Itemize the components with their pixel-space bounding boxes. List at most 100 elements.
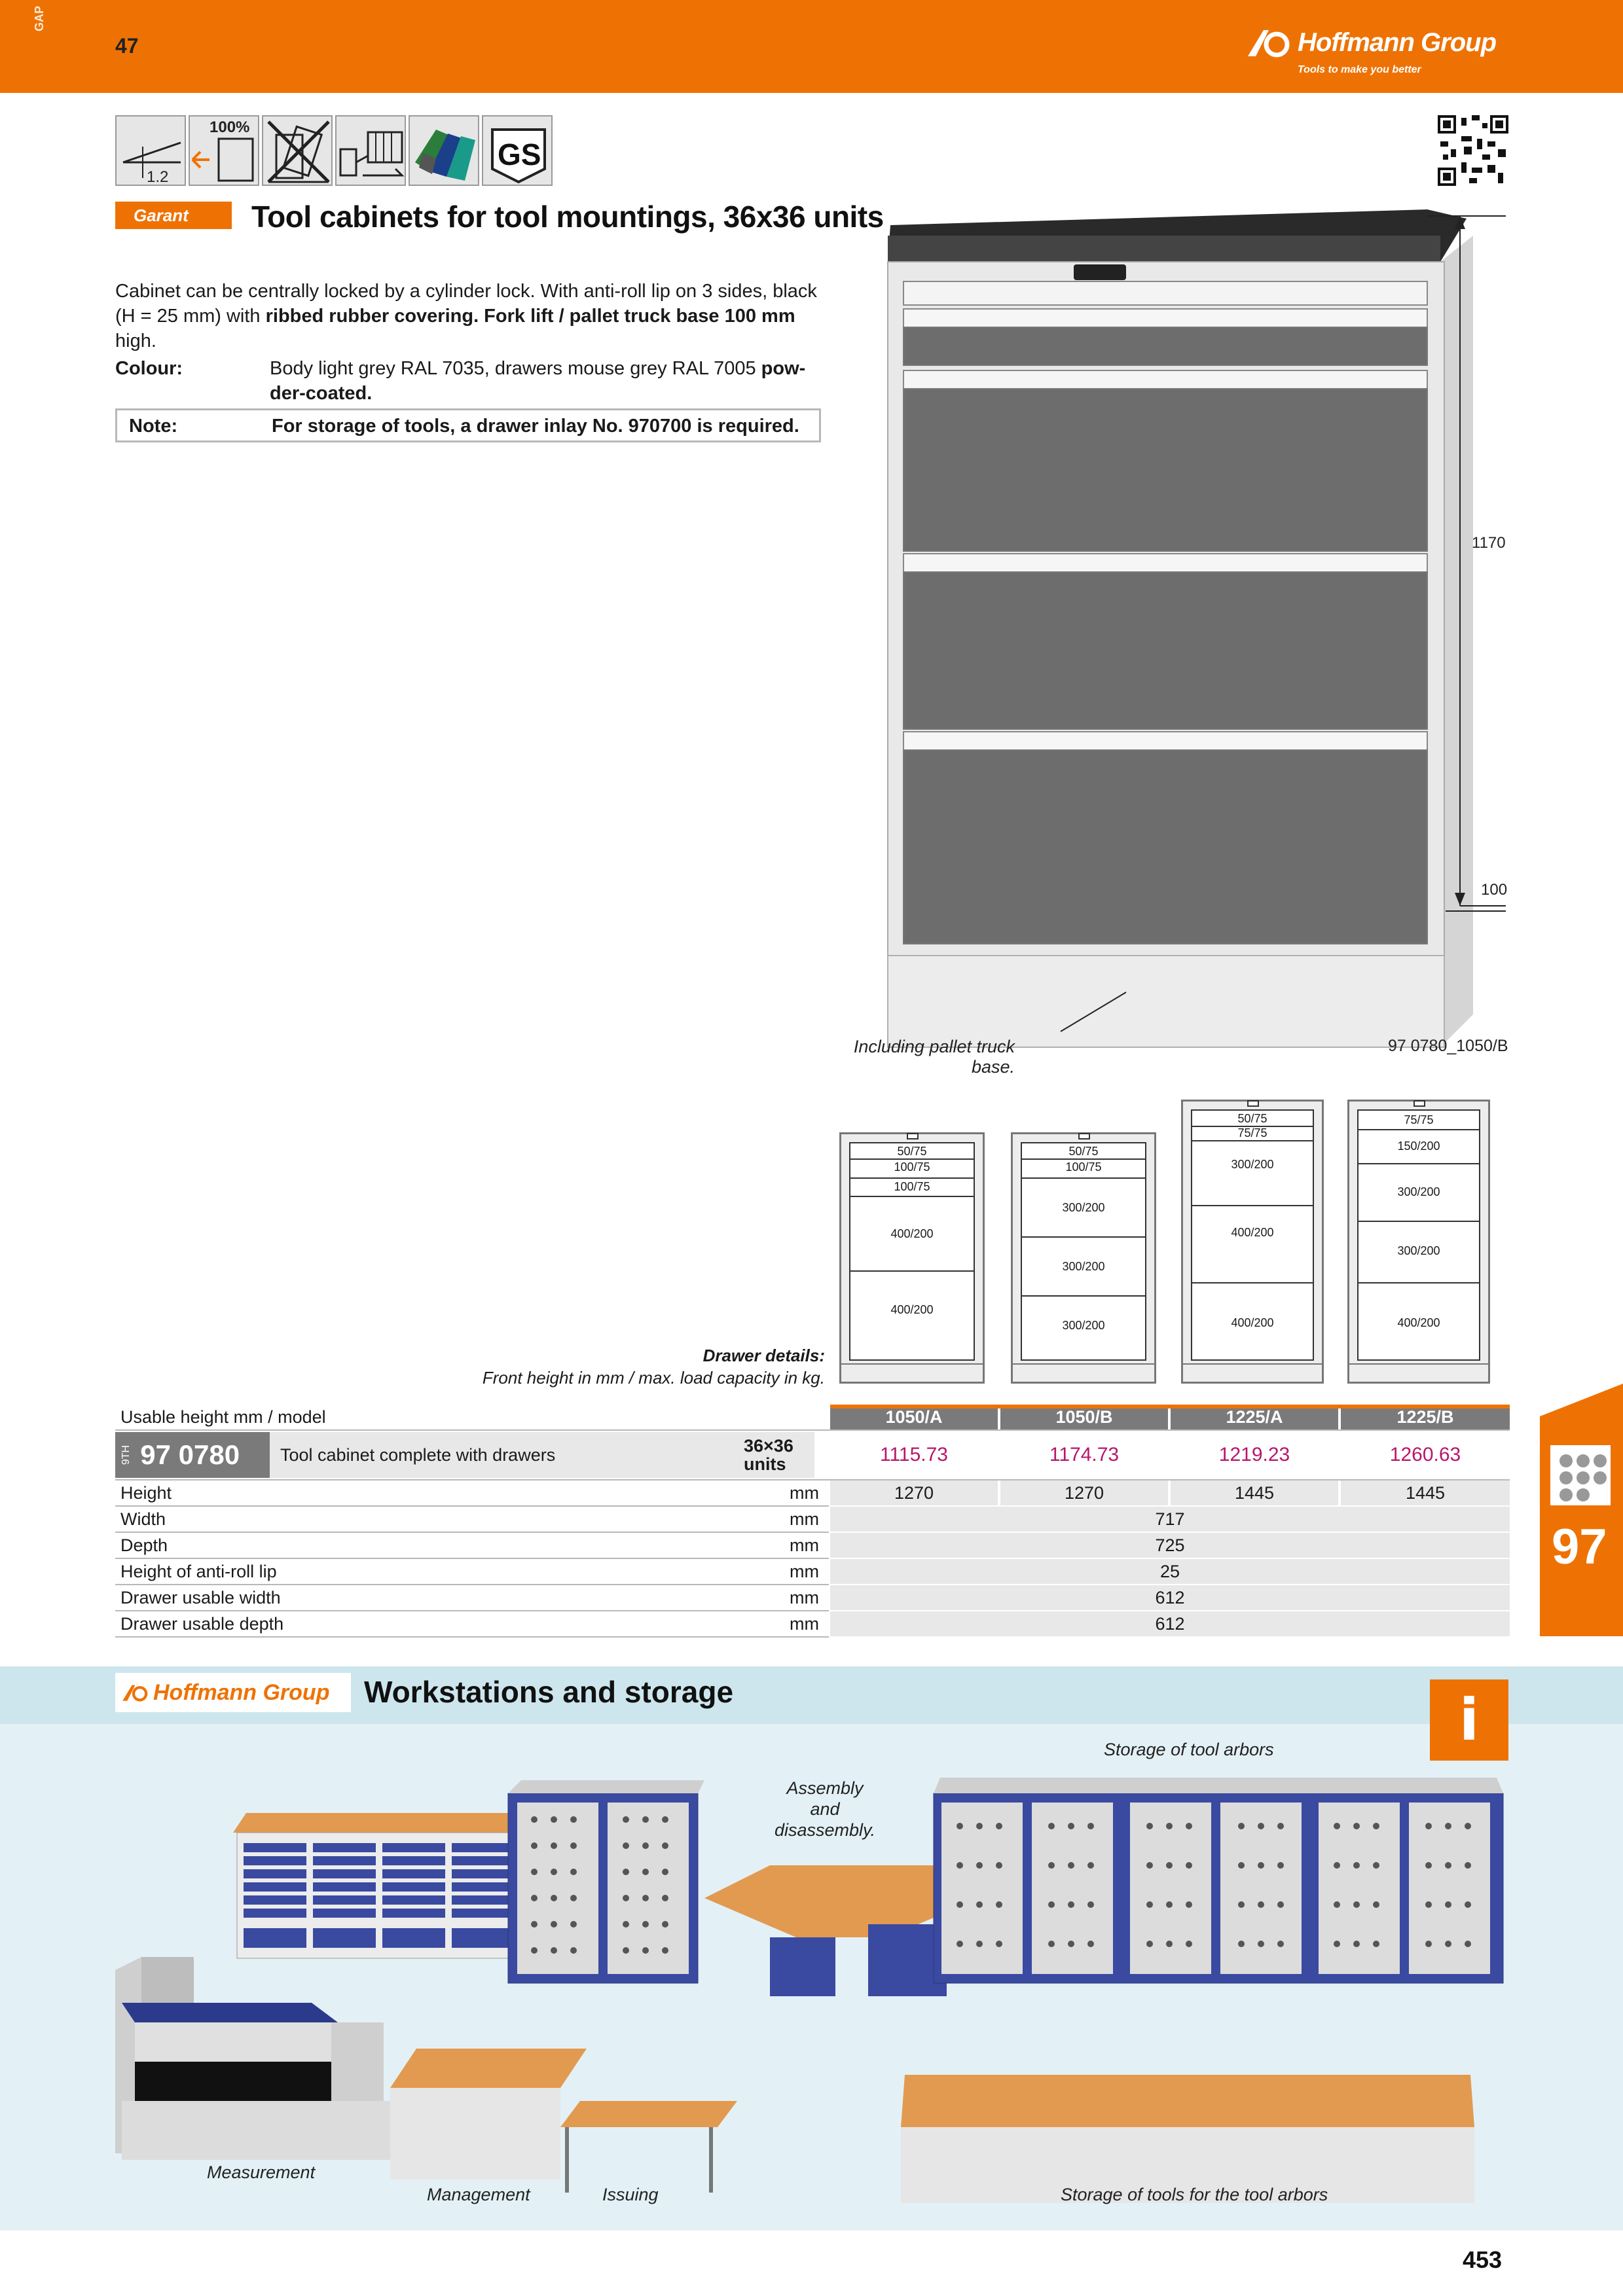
brand-logo[interactable]: Hoffmann Group xyxy=(1247,27,1497,58)
row-label: Height xyxy=(120,1482,172,1503)
drawer-details-caption: Drawer details: Front height in mm / max… xyxy=(458,1344,825,1389)
table-head-label: Usable height mm / model xyxy=(120,1407,326,1427)
drawer-label: 100/75 xyxy=(849,1180,975,1197)
table-row: Height of anti-roll lip mm 25 xyxy=(115,1559,1510,1584)
drawer-label: 75/75 xyxy=(1357,1113,1480,1130)
image-code: 97 0780_1050/B xyxy=(1388,1037,1508,1055)
drawer-lock-icon xyxy=(335,115,406,186)
row-value: 1270 xyxy=(830,1480,998,1505)
brand-tagline: Tools to make you better xyxy=(1298,64,1421,75)
drawer-2-handle xyxy=(903,308,1428,328)
drawer-5 xyxy=(903,749,1428,944)
drawer-details-subtitle: Front height in mm / max. load capacity … xyxy=(482,1368,825,1388)
label-management: Management xyxy=(427,2185,530,2204)
row-value: 1445 xyxy=(1341,1480,1510,1505)
row-unit: mm xyxy=(790,1509,819,1529)
mini-cabinet-1050b: 50/75 100/75 300/200 300/200 300/200 xyxy=(1011,1132,1156,1384)
dimension-height: 1170 xyxy=(1472,534,1506,552)
drawer-1 xyxy=(903,281,1428,306)
base-caption: Including pallet truck base. xyxy=(853,1037,1015,1077)
article-number: 97 0780 xyxy=(140,1439,240,1470)
feature-icons: 1.2 100% xyxy=(115,115,553,186)
colour-swatches-icon xyxy=(409,115,479,186)
table-row: Depth mm 725 xyxy=(115,1533,1510,1558)
workstation-scene xyxy=(115,1778,1504,2203)
article-row[interactable]: 9TH 97 0780 Tool cabinet complete with d… xyxy=(115,1432,1510,1478)
row-value: 717 xyxy=(830,1507,1510,1532)
row-label: Drawer usable depth xyxy=(120,1613,284,1634)
hoffmann-logo-icon xyxy=(122,1685,148,1702)
model-header: 1225/B xyxy=(1341,1405,1510,1429)
table-row: Width mm 717 xyxy=(115,1507,1510,1532)
drawer-2 xyxy=(903,327,1428,366)
drawer-label: 50/75 xyxy=(1191,1112,1314,1127)
drawer-label: 300/200 xyxy=(1021,1239,1146,1297)
note-label: Note: xyxy=(129,416,178,437)
anti-tilt-icon xyxy=(262,115,333,186)
drawer-label: 400/200 xyxy=(890,1303,934,1316)
label-measurement: Measurement xyxy=(207,2162,316,2182)
note-box: Note: For storage of tools, a drawer inl… xyxy=(115,408,821,442)
row-value: 725 xyxy=(830,1533,1510,1558)
article-description: Tool cabinet complete with drawers xyxy=(270,1432,814,1478)
drawer-details-title: Drawer details: xyxy=(702,1346,825,1365)
drawer-label: 50/75 xyxy=(849,1145,975,1160)
info-icon[interactable]: i xyxy=(1430,1679,1508,1761)
anti-slip-rubber-icon: 1.2 xyxy=(115,115,186,186)
drawer-label: 300/200 xyxy=(1021,1180,1146,1238)
label-storage-arbors: Storage of tool arbors xyxy=(1104,1740,1274,1759)
qr-code[interactable] xyxy=(1438,115,1508,186)
label-issuing: Issuing xyxy=(602,2185,659,2204)
row-label: Depth xyxy=(120,1535,168,1555)
drawer-3-handle xyxy=(903,370,1428,389)
model-header: 1225/A xyxy=(1171,1405,1338,1429)
article-prefix: 9TH xyxy=(120,1444,132,1465)
drawer-label: 300/200 xyxy=(1357,1223,1480,1283)
row-unit: mm xyxy=(790,1587,819,1607)
hoffmann-badge: Hoffmann Group xyxy=(115,1673,351,1712)
product-description: Cabinet can be centrally locked by a cyl… xyxy=(115,281,817,351)
colour-label: Colour: xyxy=(115,358,183,379)
hoffmann-badge-text: Hoffmann Group xyxy=(153,1679,330,1705)
drawer-label: 300/200 xyxy=(1191,1142,1314,1206)
row-value: 612 xyxy=(830,1611,1510,1636)
row-value: 1445 xyxy=(1171,1480,1338,1505)
article-number-box[interactable]: 9TH 97 0780 xyxy=(115,1432,270,1478)
note-text: For storage of tools, a drawer inlay No.… xyxy=(272,416,799,437)
chapter-tab[interactable] xyxy=(1540,1384,1623,1636)
price-cell: 1260.63 xyxy=(1389,1444,1461,1465)
chapter-number: 97 xyxy=(1552,1519,1607,1575)
drawer-label: 400/200 xyxy=(1231,1316,1274,1329)
side-code: GAP xyxy=(33,5,46,31)
product-title: Tool cabinets for tool mountings, 36x36 … xyxy=(251,200,884,234)
hoffmann-logo-icon xyxy=(1248,30,1290,58)
drawer-label: 50/75 xyxy=(1021,1145,1146,1160)
workstations-title: Workstations and storage xyxy=(364,1675,734,1709)
price-cell: 1115.73 xyxy=(880,1444,948,1465)
slip-value: 1.2 xyxy=(147,168,168,186)
cylinder-lock xyxy=(1074,264,1126,280)
drawer-3 xyxy=(903,388,1428,552)
row-unit: mm xyxy=(790,1535,819,1555)
article-units: 36×36 units xyxy=(744,1436,793,1474)
table-row: Height mm 1270 1270 1445 1445 xyxy=(115,1480,1510,1505)
garant-badge: Garant xyxy=(115,202,232,229)
table-row: Drawer usable depth mm 612 xyxy=(115,1611,1510,1636)
drawer-4 xyxy=(903,571,1428,730)
row-label: Drawer usable width xyxy=(120,1587,281,1607)
mini-cabinet-1225a: 50/75 75/75 300/200 400/200 400/200 xyxy=(1181,1100,1324,1384)
cabinet-drawing xyxy=(887,209,1506,1048)
table-row: Drawer usable width mm 612 xyxy=(115,1585,1510,1610)
drawer-4-handle xyxy=(903,553,1428,573)
drawer-label: 400/200 xyxy=(1191,1208,1314,1283)
mini-cabinet-1225b: 75/75 150/200 300/200 300/200 400/200 xyxy=(1347,1100,1490,1384)
gs-label: GS xyxy=(498,137,541,171)
drawer-5-handle xyxy=(903,731,1428,751)
row-value: 1270 xyxy=(1000,1480,1168,1505)
drawer-label: 100/75 xyxy=(849,1160,975,1179)
row-unit: mm xyxy=(790,1613,819,1634)
model-header: 1050/B xyxy=(1000,1405,1168,1429)
header-band xyxy=(0,0,1623,93)
model-header: 1050/A xyxy=(830,1405,998,1429)
row-unit: mm xyxy=(790,1561,819,1581)
